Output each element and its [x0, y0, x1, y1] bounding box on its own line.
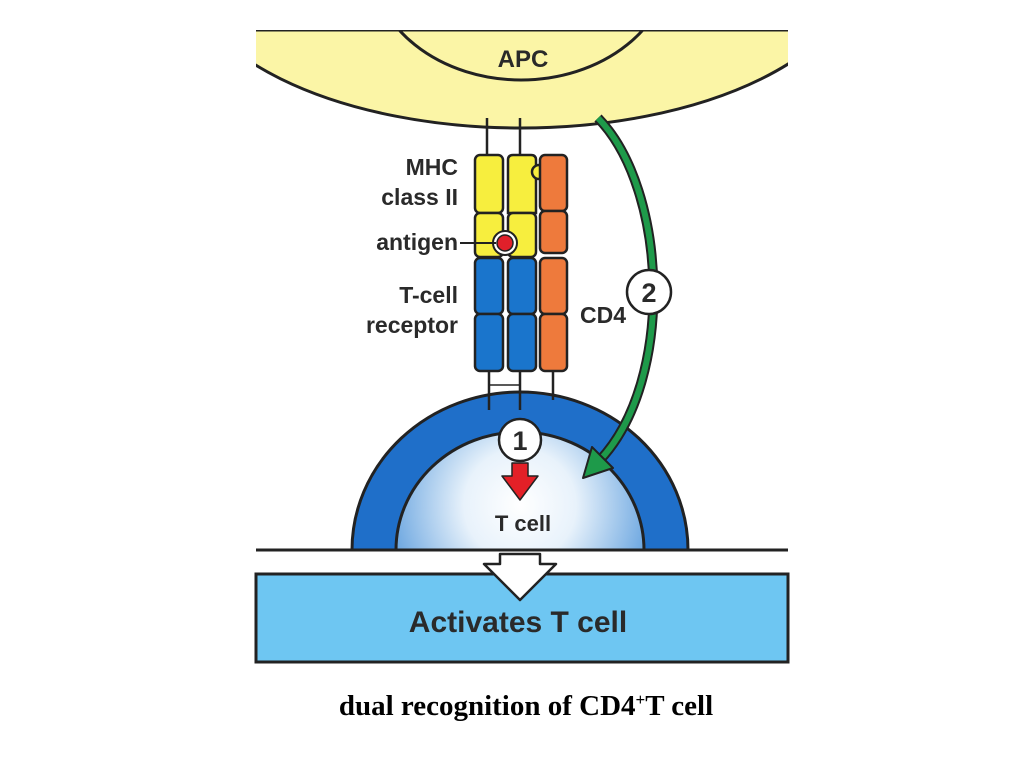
caption-end: T cell [645, 690, 714, 722]
step-1-badge [497, 417, 543, 463]
activation-arrow-icon [482, 552, 558, 602]
step-2-number: 2 [641, 278, 656, 308]
figure-caption: dual recognition of CD4+T cell [0, 690, 1024, 723]
step-2-badge [625, 268, 673, 316]
cd4-label: CD4 [580, 302, 626, 328]
caption-main: dual recognition of CD4 [338, 690, 636, 722]
t-cell-label: T cell [495, 511, 551, 536]
mhc-label-line2: class II [381, 184, 458, 210]
antigen-label: antigen [376, 229, 458, 255]
step-1-number: 1 [512, 426, 527, 456]
caption-superscript: + [635, 690, 646, 709]
activates-label: Activates T cell [409, 606, 627, 639]
mhc-label-line1: MHC [406, 154, 458, 180]
signal-1-arrow [501, 462, 539, 501]
t-cell-receptor [473, 256, 538, 373]
cd4-molecule [538, 153, 569, 373]
tcr-label-line2: receptor [366, 312, 458, 338]
molecule-stems [485, 118, 555, 410]
tcr-label-line1: T-cell [399, 282, 458, 308]
mhc-class-ii [473, 153, 538, 259]
apc-label: APC [498, 46, 549, 73]
antigen-icon [496, 234, 514, 252]
